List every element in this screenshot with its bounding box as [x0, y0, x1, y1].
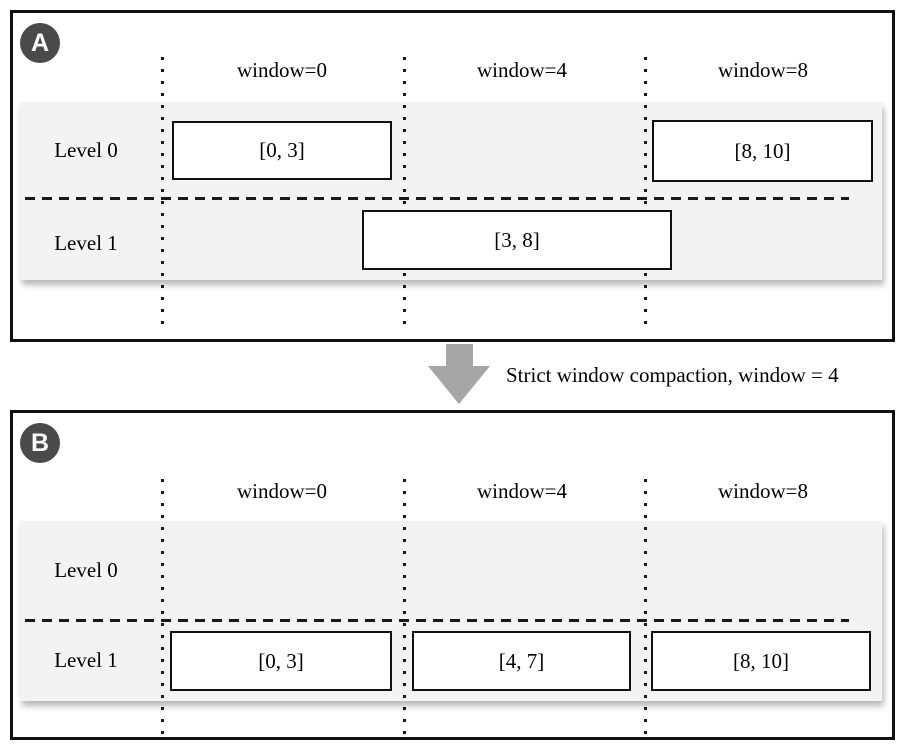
panel-b-level0-label: Level 0 [54, 558, 118, 582]
panel-b-level1-label: Level 1 [54, 648, 118, 672]
level-divider-dashed-line [25, 619, 849, 622]
figure-after-panel: B window=0 window=4 window=8 Level 0 Lev… [10, 410, 895, 740]
sstable-range-box: [0, 3] [170, 631, 392, 691]
panel-a-header-window4: window=4 [476, 58, 567, 82]
panel-a-header-window0: window=0 [236, 58, 327, 82]
sstable-range-box: [0, 3] [172, 121, 392, 180]
down-arrow-icon [428, 366, 490, 404]
panel-b-header-window4: window=4 [476, 479, 567, 503]
sstable-range-box: [4, 7] [412, 631, 631, 691]
figure-before-panel: A window=0 window=4 window=8 Level 0 Lev… [10, 10, 895, 342]
sstable-range-box: [8, 10] [652, 120, 873, 182]
down-arrow-icon [446, 344, 473, 367]
window-boundary-dotted-line [161, 479, 164, 737]
panel-b-header-window8: window=8 [717, 479, 808, 503]
window-boundary-dotted-line [403, 479, 406, 737]
window-boundary-dotted-line [644, 479, 647, 737]
window-boundary-dotted-line [403, 57, 406, 331]
panel-a-badge: A [20, 23, 60, 63]
panel-a-header-window8: window=8 [717, 58, 808, 82]
panel-a-level0-label: Level 0 [54, 138, 118, 162]
panel-b-badge: B [20, 423, 60, 463]
panel-b-header-window0: window=0 [236, 479, 327, 503]
transition-caption: Strict window compaction, window = 4 [506, 363, 839, 387]
level-divider-dashed-line [25, 197, 849, 200]
sstable-range-box: [3, 8] [362, 210, 672, 270]
window-boundary-dotted-line [644, 57, 647, 331]
window-boundary-dotted-line [161, 57, 164, 331]
panel-a-level1-label: Level 1 [54, 231, 118, 255]
sstable-range-box: [8, 10] [651, 631, 871, 691]
